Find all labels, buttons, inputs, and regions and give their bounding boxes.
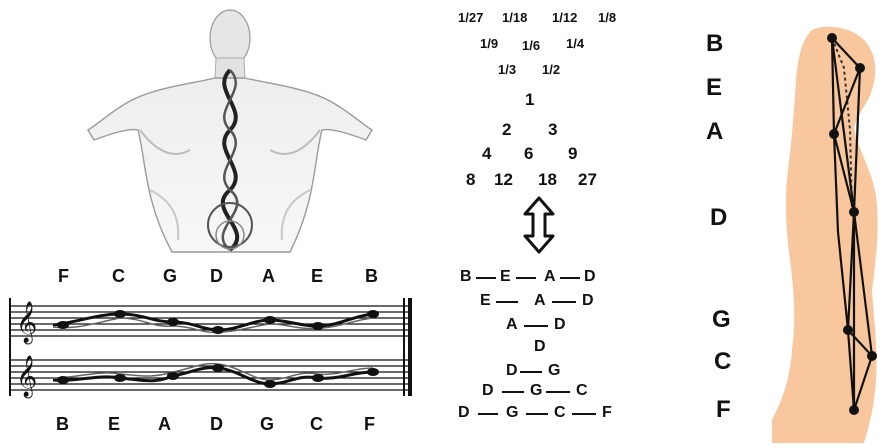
integer-value: 4 (482, 144, 491, 164)
body-note-label: G (712, 306, 731, 334)
fraction-value: 1/9 (480, 36, 498, 51)
staff-bottom-label: B (56, 414, 69, 435)
chain-note: G (506, 404, 518, 422)
back-figure-sketch (80, 0, 380, 262)
chain-note: D (584, 268, 596, 286)
treble-clef-icon: 𝄞 (16, 355, 37, 398)
chain-note: G (548, 362, 560, 380)
staff-top-label: C (112, 266, 125, 287)
back-figure-panel (80, 0, 380, 262)
chain-note: B (460, 268, 472, 286)
integer-value: 27 (578, 170, 597, 190)
integer-value: 6 (524, 144, 533, 164)
staff-top-labels: F C G D A E B (0, 266, 420, 290)
body-note-label: E (706, 74, 722, 102)
body-note-label: A (706, 118, 723, 146)
chain-note: D (582, 292, 594, 310)
music-staff-panel: 𝄞 𝄞 (8, 292, 418, 402)
chain-note: D (534, 338, 546, 356)
integer-value: 12 (494, 170, 513, 190)
integer-value: 3 (548, 120, 557, 140)
fraction-value: 1/6 (522, 38, 540, 53)
staff-bottom-label: G (260, 414, 274, 435)
body-silhouette-panel (772, 0, 880, 443)
staff-bottom-label: C (310, 414, 323, 435)
chain-note: C (554, 404, 566, 422)
staff-top-label: F (58, 266, 69, 287)
chain-note: D (506, 362, 518, 380)
integer-value: 1 (525, 90, 534, 110)
note-chains-panel: B E A D E A D A D D D G D G C D G C F (450, 266, 650, 436)
chain-note: C (576, 382, 588, 400)
staff-bottom-label: D (210, 414, 223, 435)
integer-triangle: 1 2 3 4 6 9 8 12 18 27 (440, 88, 640, 198)
body-note-label: D (710, 204, 727, 232)
chain-note: A (534, 292, 546, 310)
staff-bottom-label: A (158, 414, 171, 435)
fraction-triangle: 1/27 1/18 1/12 1/8 1/9 1/6 1/4 1/3 1/2 (440, 0, 640, 80)
staff-top-label: G (163, 266, 177, 287)
integer-value: 8 (466, 170, 475, 190)
chain-note: D (482, 382, 494, 400)
integer-value: 18 (538, 170, 557, 190)
body-silhouette (772, 0, 880, 443)
chain-note: G (530, 382, 542, 400)
fraction-value: 1/12 (552, 10, 577, 25)
double-arrow-icon (522, 196, 556, 254)
body-note-label: F (716, 396, 731, 424)
integer-value: 2 (502, 120, 511, 140)
music-staff: 𝄞 𝄞 (8, 292, 418, 402)
staff-top-label: A (262, 266, 275, 287)
staff-bottom-label: E (108, 414, 120, 435)
fraction-value: 1/2 (542, 62, 560, 77)
double-arrow-panel (522, 196, 556, 254)
body-note-labels: B E A D G C F (700, 0, 750, 443)
fraction-value: 1/18 (502, 10, 527, 25)
staff-top-label: B (365, 266, 378, 287)
chain-note: D (458, 404, 470, 422)
fraction-value: 1/3 (498, 62, 516, 77)
staff-top-label: D (210, 266, 223, 287)
integer-value: 9 (568, 144, 577, 164)
staff-bottom-label: F (364, 414, 375, 435)
fraction-value: 1/8 (598, 10, 616, 25)
staff-bottom-labels: B E A D G C F (0, 414, 420, 438)
chain-note: A (506, 316, 518, 334)
body-note-label: B (706, 30, 723, 58)
chain-note: D (554, 316, 566, 334)
chain-note: E (480, 292, 491, 310)
chain-note: A (544, 268, 556, 286)
chain-note: E (500, 268, 511, 286)
fraction-value: 1/4 (566, 36, 584, 51)
body-note-label: C (714, 348, 731, 376)
staff-top-label: E (311, 266, 323, 287)
chain-note: F (602, 404, 612, 422)
fraction-value: 1/27 (458, 10, 483, 25)
treble-clef-icon: 𝄞 (16, 301, 37, 344)
